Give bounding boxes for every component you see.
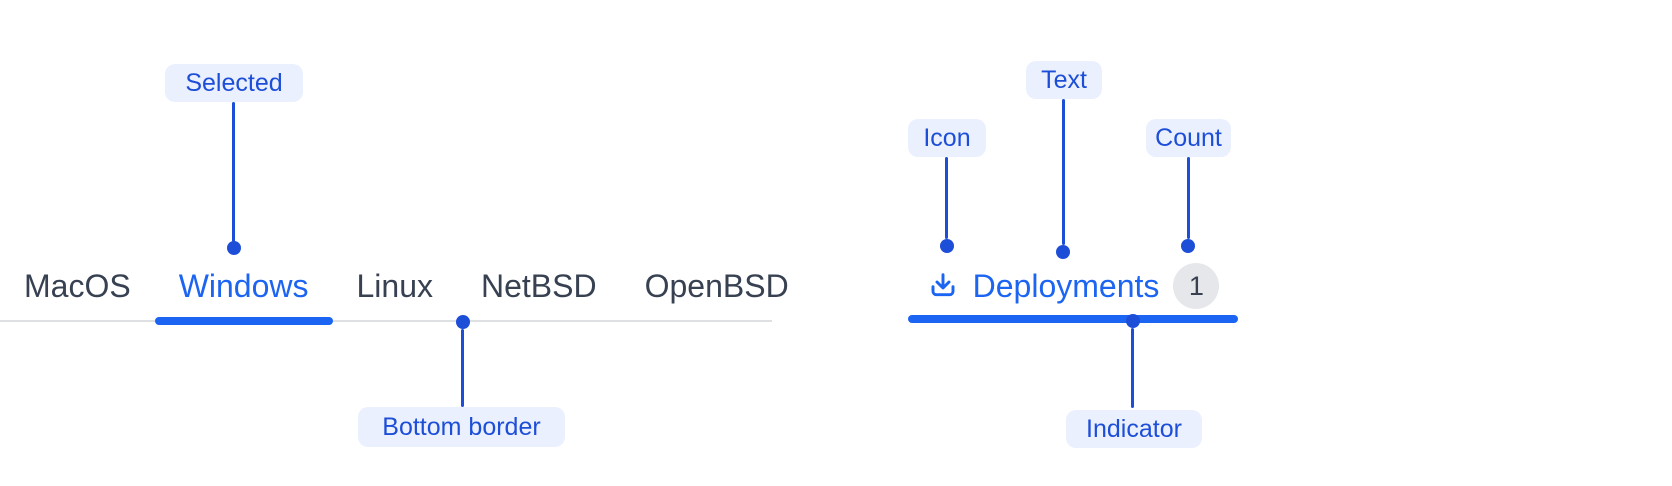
callout-selected-dot	[227, 241, 241, 255]
tab-linux-label: Linux	[356, 267, 434, 304]
callout-text: Text	[1026, 61, 1102, 99]
tab-openbsd-label: OpenBSD	[644, 267, 789, 304]
callout-count: Count	[1146, 119, 1231, 157]
tab-windows[interactable]: Windows	[154, 252, 333, 325]
download-icon	[927, 270, 959, 302]
callout-indicator-dot	[1126, 314, 1140, 328]
count-badge-value: 1	[1188, 270, 1204, 301]
callout-text-dot	[1056, 245, 1070, 259]
callout-indicator: Indicator	[1066, 410, 1202, 448]
callout-icon: Icon	[908, 119, 986, 157]
tab-deployments[interactable]: Deployments 1	[908, 252, 1238, 320]
tab-macos-label: MacOS	[24, 267, 131, 304]
tab-openbsd[interactable]: OpenBSD	[621, 252, 813, 320]
tab-macos[interactable]: MacOS	[0, 252, 155, 320]
callout-bottom-border-label: Bottom border	[382, 412, 541, 441]
callout-text-label: Text	[1041, 65, 1087, 94]
tab-deployments-label: Deployments	[972, 267, 1160, 304]
callout-icon-label: Icon	[923, 123, 971, 152]
callout-indicator-line	[1131, 328, 1134, 408]
active-tab-indicator	[908, 315, 1238, 323]
callout-icon-dot	[940, 239, 954, 253]
callout-selected: Selected	[165, 64, 303, 102]
tab-windows-label: Windows	[178, 267, 309, 304]
callout-count-line	[1187, 157, 1190, 239]
callout-icon-line	[945, 157, 948, 239]
callout-bottom-border: Bottom border	[358, 407, 565, 447]
callout-selected-line	[232, 102, 235, 242]
callout-indicator-label: Indicator	[1086, 414, 1182, 443]
tab-netbsd-label: NetBSD	[481, 267, 597, 304]
tab-linux[interactable]: Linux	[333, 252, 458, 320]
callout-bottom-border-line	[461, 329, 464, 407]
callout-text-line	[1062, 99, 1065, 245]
callout-count-label: Count	[1155, 123, 1222, 152]
callout-selected-label: Selected	[185, 68, 283, 97]
tab-bar: MacOS Windows Linux NetBSD OpenBSD	[0, 252, 789, 325]
callout-bottom-border-dot	[456, 315, 470, 329]
callout-count-dot	[1181, 239, 1195, 253]
count-badge: 1	[1173, 263, 1220, 309]
tab-netbsd[interactable]: NetBSD	[457, 252, 621, 320]
